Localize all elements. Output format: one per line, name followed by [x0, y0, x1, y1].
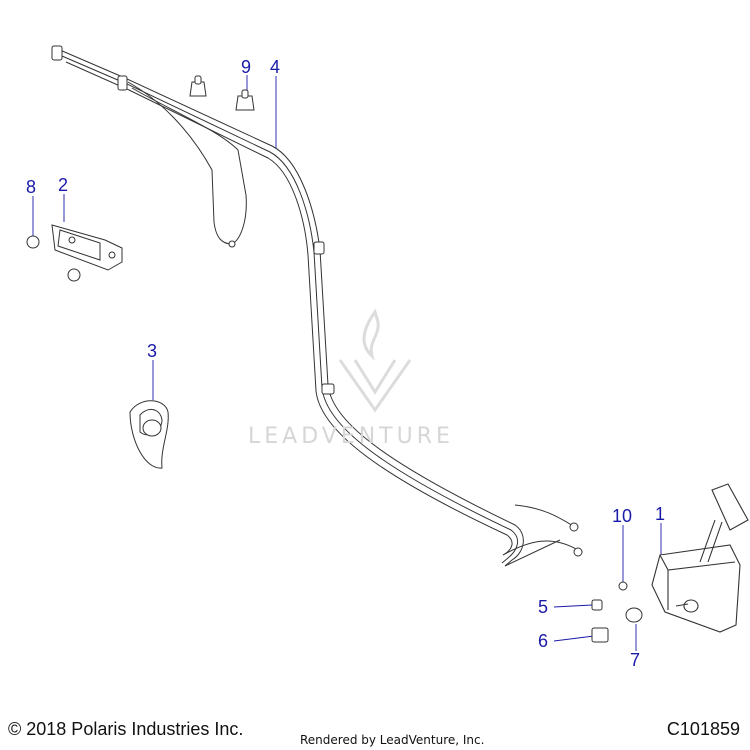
cable-clips: [51, 45, 583, 557]
clip-fasteners: [189, 75, 255, 111]
bracket: [51, 224, 123, 271]
callout-4: 4: [270, 57, 281, 77]
callout-9: 9: [241, 57, 252, 77]
copyright-text: © 2018 Polaris Industries Inc.: [8, 719, 244, 739]
small-fasteners: [591, 581, 643, 643]
watermark-logo: [338, 308, 412, 413]
callout-7: 7: [630, 650, 641, 670]
shifter-assembly: [651, 483, 749, 633]
callout-1: 1: [655, 504, 666, 524]
leader-lines: [32, 75, 662, 651]
shift-guard: [129, 400, 169, 469]
bracket-bolts: [26, 235, 81, 282]
callout-2: 2: [58, 175, 69, 195]
callout-8: 8: [26, 177, 37, 197]
cable-assembly: [59, 49, 579, 567]
callout-6: 6: [538, 631, 549, 651]
callout-3: 3: [147, 341, 158, 361]
callout-10: 10: [612, 506, 633, 526]
watermark-text: LEADVENTURE: [248, 424, 454, 449]
diagram-code: C101859: [666, 719, 740, 739]
callout-5: 5: [538, 597, 549, 617]
rendered-by-text: Rendered by LeadVenture, Inc.: [300, 733, 485, 747]
